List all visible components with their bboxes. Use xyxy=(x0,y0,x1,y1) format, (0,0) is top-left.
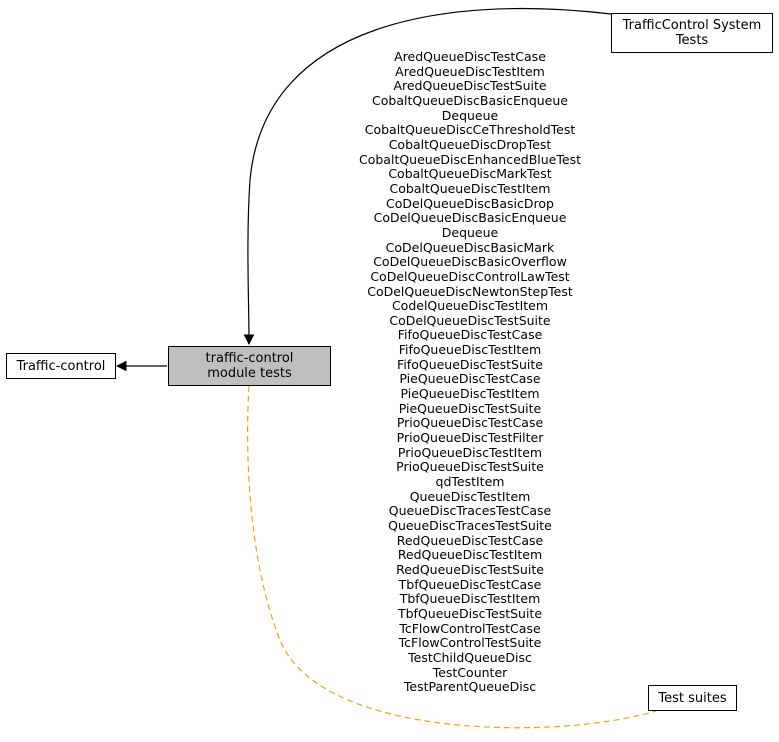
member-label: CobaltQueueDiscMarkTest xyxy=(388,166,552,182)
node-traffic-control[interactable]: Traffic-control xyxy=(6,353,116,379)
member-label: CoDelQueueDiscBasicDrop xyxy=(386,195,554,211)
member-label: CobaltQueueDiscDropTest xyxy=(388,136,552,152)
member-label: TestChildQueueDisc xyxy=(408,649,532,665)
member-label: QueueDiscTestItem xyxy=(409,488,531,504)
member-label: QueueDiscTracesTestCase xyxy=(388,503,552,519)
member-label: PrioQueueDiscTestCase xyxy=(396,415,544,431)
member-label: CoDelQueueDiscTestSuite xyxy=(389,312,551,328)
member-label: RedQueueDiscTestCase xyxy=(396,532,544,548)
member-label: CoDelQueueDiscBasicEnqueue xyxy=(373,210,567,226)
member-label: PrioQueueDiscTestSuite xyxy=(396,459,544,475)
member-label: CoDelQueueDiscNewtonStepTest xyxy=(367,283,573,299)
member-label: CobaltQueueDiscCeThresholdTest xyxy=(364,122,576,138)
node-label: Traffic-control xyxy=(16,358,106,374)
member-label: CobaltQueueDiscTestItem xyxy=(389,180,551,196)
member-label: CobaltQueueDiscEnhancedBlueTest xyxy=(359,151,581,167)
member-label: AredQueueDiscTestItem xyxy=(395,63,545,79)
member-label: CoDelQueueDiscControlLawTest xyxy=(370,268,570,284)
node-label: TrafficControl System Tests xyxy=(622,18,762,48)
edge-system-tests xyxy=(243,7,612,346)
member-label: FifoQueueDiscTestItem xyxy=(398,342,542,358)
member-label: PrioQueueDiscTestFilter xyxy=(396,430,544,446)
member-label: TestParentQueueDisc xyxy=(403,679,537,695)
member-label: RedQueueDiscTestItem xyxy=(397,547,543,563)
member-label: FifoQueueDiscTestCase xyxy=(397,327,543,343)
member-label: FifoQueueDiscTestSuite xyxy=(397,356,543,372)
member-label: CodelQueueDiscTestItem xyxy=(391,298,549,314)
node-label: Test suites xyxy=(658,690,727,706)
node-module-tests[interactable]: traffic-control module tests xyxy=(168,346,331,386)
member-label: CoDelQueueDiscBasicOverflow xyxy=(373,254,567,270)
edge-test-suites xyxy=(247,385,657,729)
member-label: PieQueueDiscTestItem xyxy=(400,386,540,402)
member-label: TcFlowControlTestCase xyxy=(399,620,541,636)
node-system-tests[interactable]: TrafficControl System Tests xyxy=(611,13,773,53)
node-test-suites[interactable]: Test suites xyxy=(648,685,737,711)
node-label: traffic-control module tests xyxy=(205,351,294,381)
member-label: TcFlowControlTestSuite xyxy=(398,635,542,651)
member-label: CoDelQueueDiscBasicMark xyxy=(385,239,555,255)
member-label: Dequeue xyxy=(441,224,499,240)
member-label: TbfQueueDiscTestItem xyxy=(399,591,541,607)
member-label: AredQueueDiscTestSuite xyxy=(393,78,547,94)
member-label: TbfQueueDiscTestCase xyxy=(398,576,542,592)
member-label: PieQueueDiscTestCase xyxy=(399,371,541,387)
member-label: Dequeue xyxy=(441,107,499,123)
member-label: TbfQueueDiscTestSuite xyxy=(397,605,543,621)
member-label: TestCounter xyxy=(432,664,508,680)
member-label: PieQueueDiscTestSuite xyxy=(398,400,542,416)
member-label: CobaltQueueDiscBasicEnqueue xyxy=(372,92,568,108)
member-label: AredQueueDiscTestCase xyxy=(394,49,546,64)
member-label: qdTestItem xyxy=(435,474,505,490)
member-label: PrioQueueDiscTestItem xyxy=(397,444,543,460)
member-label: RedQueueDiscTestSuite xyxy=(396,561,544,577)
member-label: QueueDiscTracesTestSuite xyxy=(388,518,552,533)
